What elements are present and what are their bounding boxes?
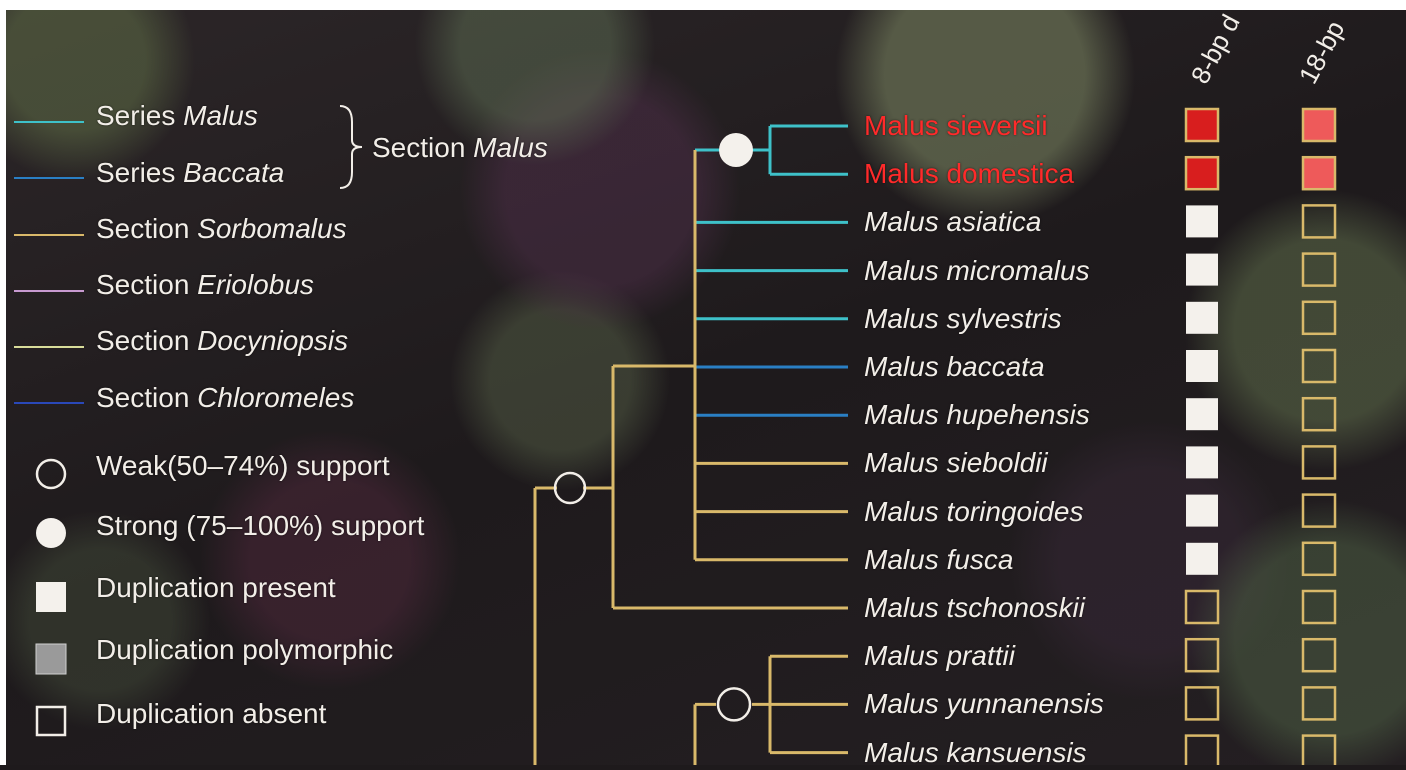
taxon-label: Malus prattii [864,639,1015,673]
duplication-8bp-box [1186,157,1218,189]
legend-line-section-chloromeles [14,402,84,404]
weak-support-node [718,688,750,720]
duplication-18bp-box [1303,157,1335,189]
taxon-label: Malus baccata [864,350,1045,384]
legend-label-section-chloromeles: Section Chloromeles [96,381,354,415]
taxon-label: Malus asiatica [864,205,1041,239]
duplication-18bp-box [1303,398,1335,430]
duplication-8bp-box [1186,543,1218,575]
duplication-8bp-box [1186,687,1218,719]
taxon-label: Malus yunnanensis [864,687,1104,721]
duplication-8bp-box [1186,254,1218,286]
duplication-18bp-box [1303,109,1335,141]
taxon-label: Malus micromalus [864,254,1090,288]
legend-label-duplication-present: Duplication present [96,571,336,605]
legend-label-series-baccata: Series Baccata [96,156,284,190]
duplication-8bp-box [1186,639,1218,671]
duplication-8bp-box [1186,350,1218,382]
legend-label-section-docyniopsis: Section Docyniopsis [96,324,348,358]
legend-label-duplication-absent: Duplication absent [96,697,326,731]
duplication-18bp-box [1303,495,1335,527]
duplication-8bp-box [1186,398,1218,430]
legend-label-section-eriolobus: Section Eriolobus [96,268,314,302]
legend-line-section-docyniopsis [14,346,84,348]
legend-label-series-malus: Series Malus [96,99,258,133]
legend-label-strong-support: Strong (75–100%) support [96,509,424,543]
duplication-8bp-box [1186,302,1218,334]
duplication-18bp-box [1303,687,1335,719]
legend-label-weak-support: Weak(50–74%) support [96,449,390,483]
duplication-18bp-box [1303,736,1335,765]
duplication-18bp-box [1303,350,1335,382]
taxon-label: Malus fusca [864,543,1013,577]
taxon-label: Malus hupehensis [864,398,1090,432]
taxon-label: Malus tschonoskii [864,591,1085,625]
taxon-label: Malus kansuensis [864,736,1087,770]
duplication-8bp-box [1186,591,1218,623]
duplication-18bp-box [1303,205,1335,237]
duplication-18bp-box [1303,543,1335,575]
legend-line-series-malus [14,121,84,123]
legend-label-section-sorbomalus: Section Sorbomalus [96,212,347,246]
legend-line-section-sorbomalus [14,234,84,236]
empty-square-icon [34,704,68,743]
duplication-18bp-box [1303,639,1335,671]
legend-line-section-eriolobus [14,290,84,292]
weak-support-node [555,473,585,503]
duplication-8bp-box [1186,495,1218,527]
duplication-8bp-box [1186,109,1218,141]
duplication-8bp-box [1186,736,1218,765]
duplication-18bp-box [1303,591,1335,623]
duplication-8bp-box [1186,446,1218,478]
taxon-label: Malus sylvestris [864,302,1062,336]
bracket-icon [338,104,366,195]
duplication-18bp-box [1303,254,1335,286]
strong-support-node [719,133,753,167]
taxon-label: Malus domestica [864,157,1074,191]
legend-label-section-malus: Section Malus [372,131,548,165]
legend-line-series-baccata [14,177,84,179]
filled-circle-icon [34,516,68,555]
taxon-label: Malus sieboldii [864,446,1048,480]
duplication-18bp-box [1303,446,1335,478]
duplication-8bp-box [1186,205,1218,237]
open-circle-icon [34,457,68,496]
legend-label-duplication-polymorphic: Duplication polymorphic [96,633,393,667]
duplication-18bp-box [1303,302,1335,334]
taxon-label: Malus sieversii [864,109,1048,143]
taxon-label: Malus toringoides [864,495,1083,529]
white-square-icon [34,580,68,619]
gray-square-icon [34,642,68,681]
